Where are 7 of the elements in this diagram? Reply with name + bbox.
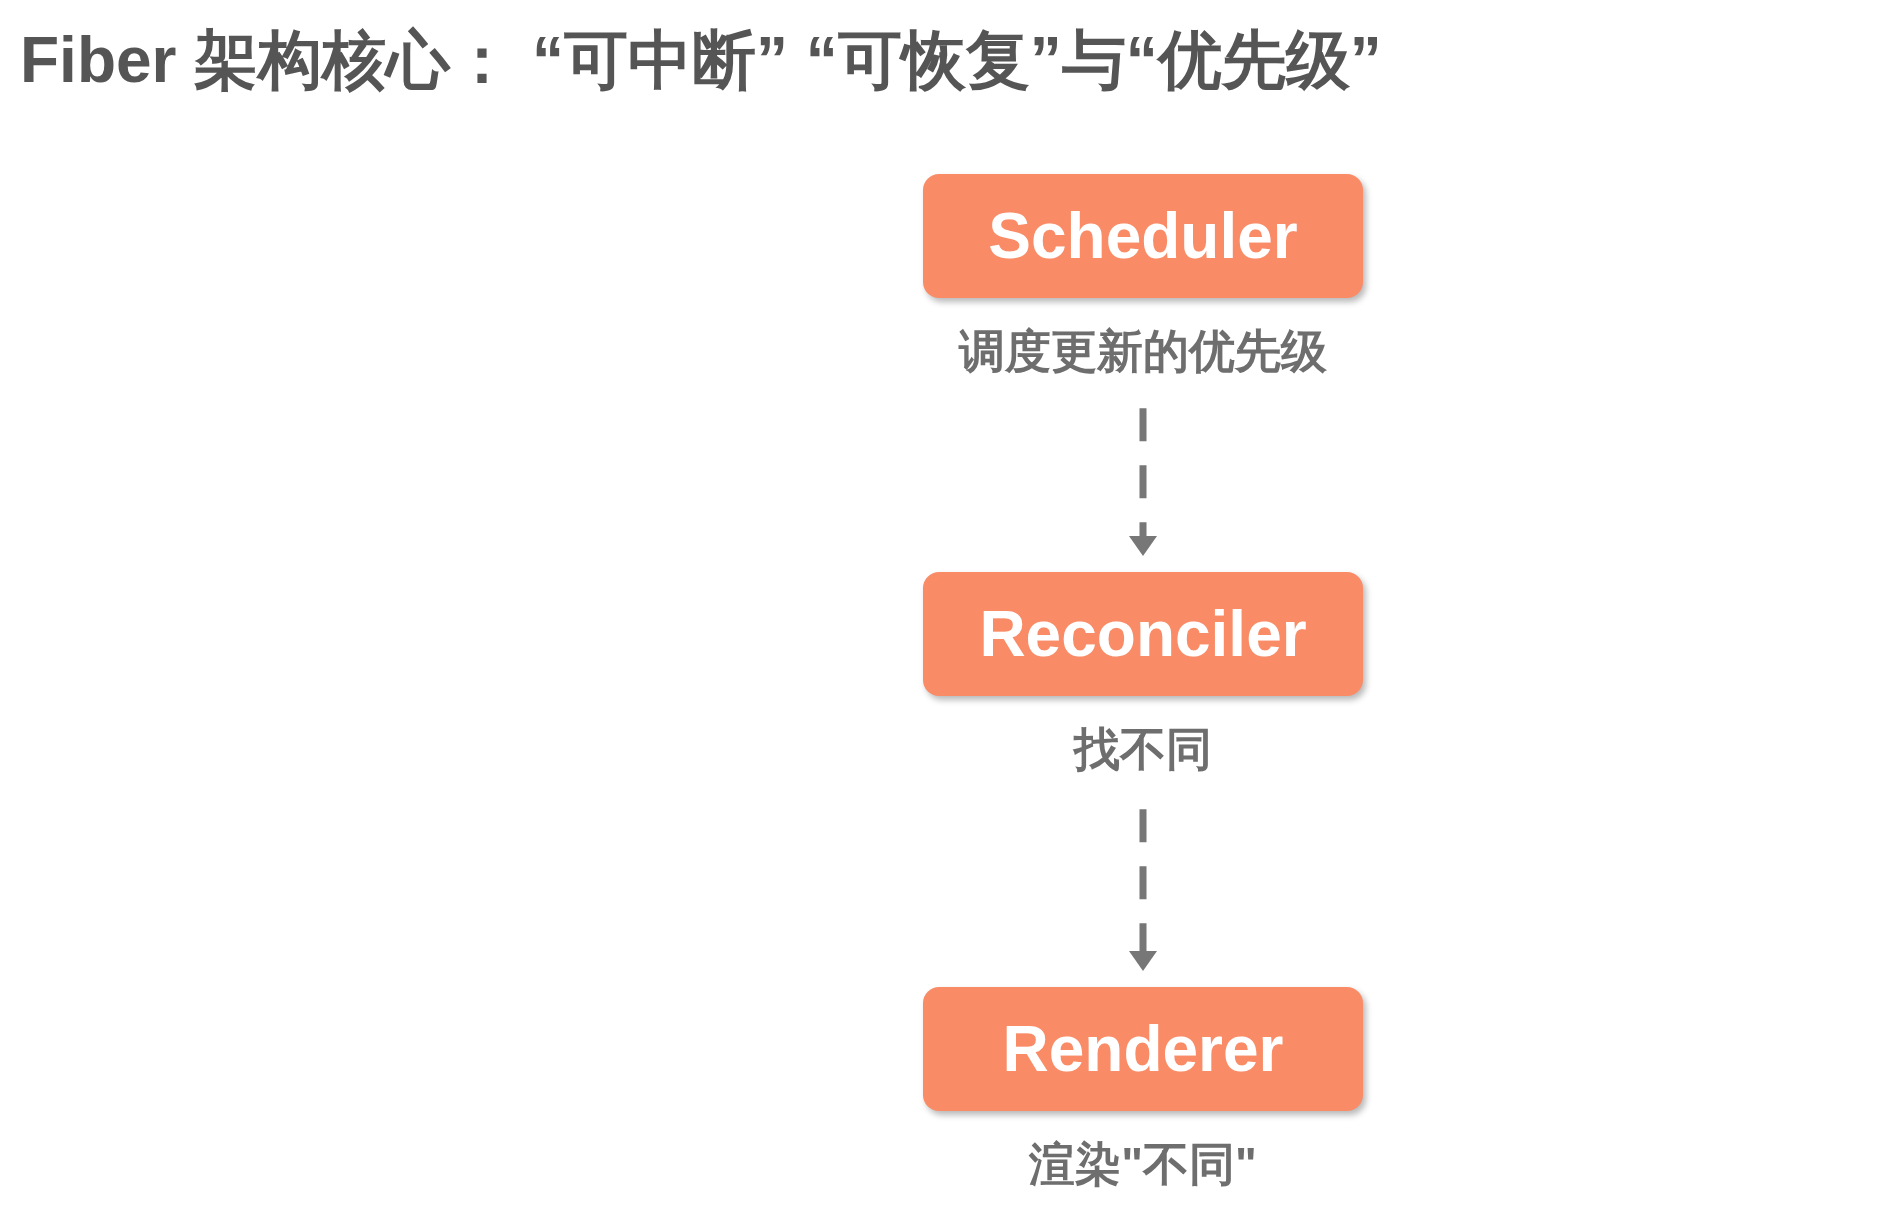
process-box: Reconciler	[923, 572, 1363, 696]
process-box: Scheduler	[923, 174, 1363, 298]
node-caption: 调度更新的优先级	[959, 324, 1327, 379]
process-box: Renderer	[923, 987, 1363, 1111]
node-caption: 找不同	[1074, 722, 1212, 777]
title: Fiber 架构核心： “可中断” “可恢复”与“优先级”	[20, 23, 1382, 98]
node-caption: 渲染"不同"	[1029, 1137, 1257, 1192]
